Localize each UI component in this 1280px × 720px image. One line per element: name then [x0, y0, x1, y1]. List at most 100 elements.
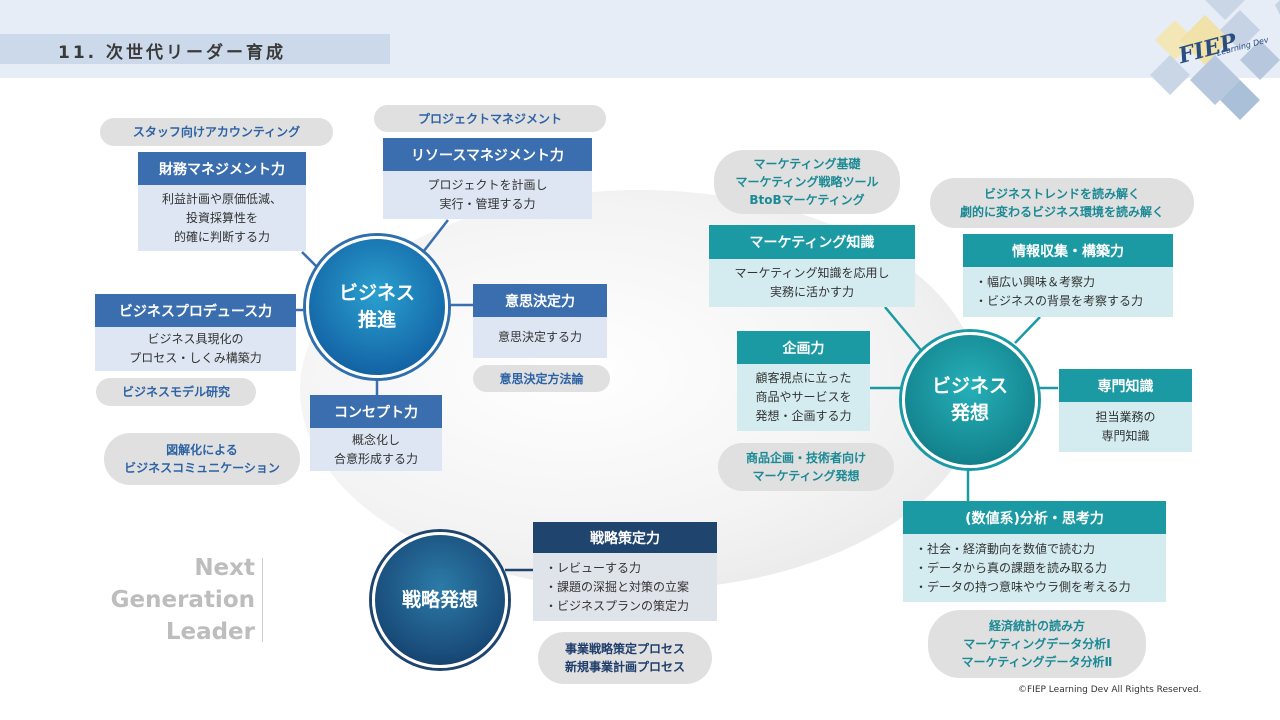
card-line: 顧客視点に立った — [755, 371, 852, 385]
card-decision: 意思決定力 意思決定する力 — [473, 284, 607, 358]
card-info: 情報収集・構築力 ・幅広い興味＆考察力 ・ビジネスの背景を考察する力 — [963, 234, 1173, 317]
pill-decision-method: 意思決定方法論 — [473, 365, 610, 392]
pill-diagram-comm: 図解化による ビジネスコミュニケーション — [104, 433, 300, 485]
hub-line: ビジネス — [338, 282, 415, 304]
card-line: ・レビューする力 — [545, 560, 642, 575]
card-line: ・ビジネスの背景を考察する力 — [975, 294, 1144, 308]
card-line: 投資採算性を — [185, 210, 258, 225]
card-marketing: マーケティング知識 マーケティング知識を応用し 実務に活かす力 — [709, 225, 915, 307]
pill-statistics: 経済統計の読み方 マーケティングデータ分析Ⅰ マーケティングデータ分析Ⅱ — [928, 610, 1146, 678]
card-line: プロジェクトを計画し — [427, 178, 548, 192]
card-title: マーケティング知識 — [709, 225, 915, 259]
card-line: 商品やサービスを — [755, 390, 852, 404]
card-body: プロジェクトを計画し 実行・管理する力 — [383, 171, 592, 219]
card-title: ビジネスプロデュース力 — [95, 294, 296, 327]
card-title: 情報収集・構築力 — [963, 234, 1173, 267]
card-line: 利益計画や原価低減、 — [161, 191, 282, 206]
pill-line: スタッフ向けアカウンティング — [132, 125, 301, 139]
card-body: ・レビューする力 ・課題の深掘と対策の立案 ・ビジネスプランの策定力 — [533, 553, 717, 621]
card-body: マーケティング知識を応用し 実務に活かす力 — [709, 259, 915, 307]
card-line: 的確に判断する力 — [173, 229, 270, 244]
card-title: 財務マネジメント力 — [138, 152, 306, 185]
pill-staff-accounting: スタッフ向けアカウンティング — [100, 118, 333, 146]
copyright: ©FIEP Learning Dev All Rights Reserved. — [1018, 685, 1202, 695]
pill-line: マーケティング発想 — [752, 469, 860, 483]
pill-line: 図解化による — [166, 443, 238, 457]
card-body: 顧客視点に立った 商品やサービスを 発想・企画する力 — [737, 364, 870, 431]
card-resource: リソースマネジメント力 プロジェクトを計画し 実行・管理する力 — [383, 138, 592, 219]
hub-line: 発想 — [950, 402, 989, 424]
hub-business-idea: ビジネス 発想 — [902, 332, 1038, 468]
tagline-line: Next — [194, 555, 255, 581]
pill-business-model: ビジネスモデル研究 — [96, 378, 256, 406]
card-title: 戦略策定力 — [533, 522, 717, 553]
card-strategy: 戦略策定力 ・レビューする力 ・課題の深掘と対策の立案 ・ビジネスプランの策定力 — [533, 522, 717, 621]
pill-line: マーケティング戦略ツール — [735, 175, 879, 189]
card-body: 利益計画や原価低減、 投資採算性を 的確に判断する力 — [138, 185, 306, 251]
card-body: 概念化し 合意形成する力 — [310, 428, 442, 471]
hub-line: 推進 — [357, 309, 396, 331]
card-title: 企画力 — [737, 331, 870, 364]
card-line: 実行・管理する力 — [439, 197, 536, 211]
card-line: 意思決定する力 — [497, 330, 582, 344]
card-title: リソースマネジメント力 — [383, 138, 592, 171]
pill-line: マーケティングデータ分析Ⅰ — [963, 637, 1111, 651]
pill-line: ビジネスモデル研究 — [121, 385, 230, 399]
card-line: ビジネス具現化の — [147, 332, 244, 346]
card-title: 専門知識 — [1059, 369, 1192, 402]
card-body: ビジネス具現化の プロセス・しくみ構築力 — [95, 327, 296, 371]
pill-project-mgmt: プロジェクトマネジメント — [374, 105, 606, 132]
card-title: 意思決定力 — [473, 284, 607, 317]
page-title: 11. 次世代リーダー育成 — [58, 43, 287, 63]
pill-line: 経済統計の読み方 — [988, 619, 1085, 633]
pill-line: ビジネストレンドを読み解く — [983, 187, 1140, 201]
pill-trend: ビジネストレンドを読み解く 劇的に変わるビジネス環境を読み解く — [930, 178, 1194, 228]
card-line: ・データの持つ意味やウラ側を考える力 — [915, 579, 1131, 594]
card-analysis: (数値系)分析・思考力 ・社会・経済動向を数値で読む力 ・データから真の課題を読… — [903, 501, 1166, 602]
tagline-line: Generation — [110, 587, 255, 613]
tagline: Next Generation Leader — [95, 552, 255, 648]
pill-marketing-basics: マーケティング基礎 マーケティング戦略ツール BtoBマーケティング — [714, 150, 900, 214]
pill-line: 劇的に変わるビジネス環境を読み解く — [959, 205, 1164, 219]
pill-product-planning: 商品企画・技術者向け マーケティング発想 — [718, 443, 894, 491]
card-title: (数値系)分析・思考力 — [903, 501, 1166, 534]
card-line: マーケティング知識を応用し — [734, 266, 890, 280]
card-line: ・データから真の課題を読み取る力 — [915, 560, 1108, 575]
card-line: 担当業務の — [1095, 410, 1156, 424]
pill-line: マーケティングデータ分析Ⅱ — [961, 655, 1113, 669]
pill-line: ビジネスコミュニケーション — [124, 461, 280, 475]
card-concept: コンセプト力 概念化し 合意形成する力 — [310, 395, 442, 471]
card-body: ・社会・経済動向を数値で読む力 ・データから真の課題を読み取る力 ・データの持つ… — [903, 534, 1166, 602]
pill-line: プロジェクトマネジメント — [417, 111, 562, 126]
pill-line: 意思決定方法論 — [499, 371, 584, 386]
card-line: プロセス・しくみ構築力 — [129, 351, 262, 365]
hub-business-promotion: ビジネス 推進 — [306, 236, 448, 378]
card-expert: 専門知識 担当業務の 専門知識 — [1059, 369, 1192, 452]
title-bar — [0, 34, 390, 64]
card-line: ・課題の深掘と対策の立案 — [545, 579, 690, 594]
hub-strategy: 戦略発想 — [372, 532, 508, 668]
pill-line: 商品企画・技術者向け — [745, 451, 866, 465]
card-produce: ビジネスプロデュース力 ビジネス具現化の プロセス・しくみ構築力 — [95, 294, 296, 371]
hub-line: 戦略発想 — [401, 588, 478, 611]
card-planning: 企画力 顧客視点に立った 商品やサービスを 発想・企画する力 — [737, 331, 870, 431]
card-line: 発想・企画する力 — [755, 409, 852, 423]
card-finance: 財務マネジメント力 利益計画や原価低減、 投資採算性を 的確に判断する力 — [138, 152, 306, 251]
card-line: 実務に活かす力 — [769, 285, 854, 299]
card-line: 合意形成する力 — [333, 451, 418, 466]
hub-line: ビジネス — [931, 375, 1008, 397]
card-body: 意思決定する力 — [473, 317, 607, 358]
pill-line: マーケティング基礎 — [753, 157, 861, 171]
card-title: コンセプト力 — [310, 395, 442, 428]
card-line: 専門知識 — [1101, 429, 1150, 443]
card-line: ・社会・経済動向を数値で読む力 — [915, 541, 1096, 556]
pill-line: 新規事業計画プロセス — [564, 660, 685, 674]
card-line: ・幅広い興味＆考察力 — [975, 275, 1096, 289]
tagline-line: Leader — [165, 619, 255, 645]
tagline-divider — [262, 558, 263, 642]
card-line: ・ビジネスプランの策定力 — [545, 598, 690, 613]
card-line: 概念化し — [351, 432, 400, 447]
card-body: 担当業務の 専門知識 — [1059, 402, 1192, 452]
pill-strategy-process: 事業戦略策定プロセス 新規事業計画プロセス — [538, 632, 712, 684]
pill-line: BtoBマーケティング — [749, 193, 865, 207]
